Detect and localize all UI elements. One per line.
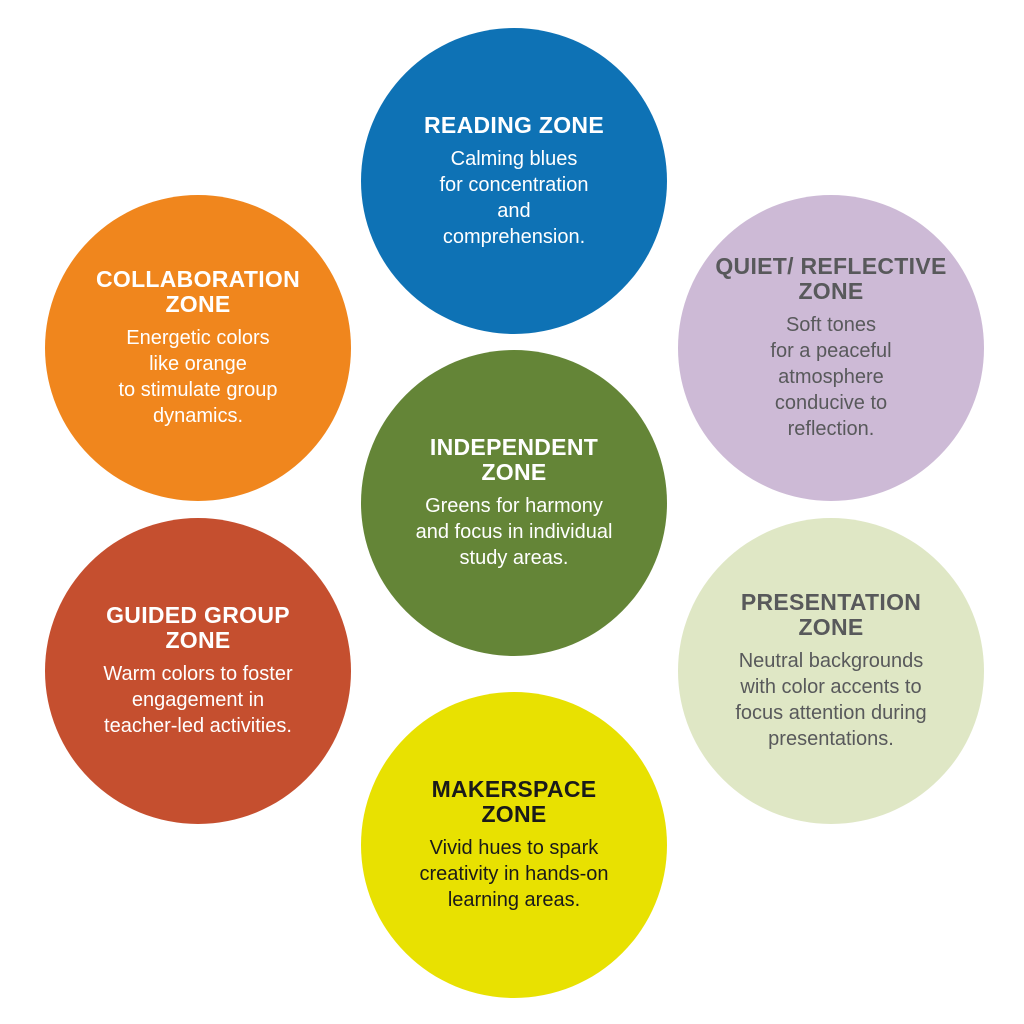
- zone-description: Warm colors to foster engagement in teac…: [103, 663, 293, 737]
- zone-title: READING ZONE: [424, 111, 604, 138]
- zone-description: Neutral backgrounds with color accents t…: [735, 650, 927, 750]
- quiet-reflective-zone-circle: QUIET/ REFLECTIVE ZONE Soft tones for a …: [678, 195, 984, 501]
- zone-description: Soft tones for a peaceful atmosphere con…: [770, 314, 892, 440]
- zone-description: Calming blues for concentration and comp…: [439, 147, 589, 248]
- zone-title: GUIDED GROUP ZONE: [106, 602, 290, 653]
- presentation-zone-circle: PRESENTATION ZONE Neutral backgrounds wi…: [678, 518, 984, 824]
- zone-title: MAKERSPACE ZONE: [431, 776, 597, 827]
- guided-group-zone-circle: GUIDED GROUP ZONE Warm colors to foster …: [45, 518, 351, 824]
- makerspace-zone-circle: MAKERSPACE ZONE Vivid hues to spark crea…: [361, 692, 667, 998]
- zone-title: QUIET/ REFLECTIVE ZONE: [715, 253, 947, 304]
- zone-title: COLLABORATION ZONE: [95, 266, 301, 317]
- zone-title: INDEPENDENT ZONE: [429, 434, 599, 485]
- zone-description: Energetic colors like orange to stimulat…: [118, 327, 278, 427]
- zone-description: Greens for harmony and focus in individu…: [415, 495, 613, 569]
- reading-zone-circle: READING ZONE Calming blues for concentra…: [361, 28, 667, 334]
- zone-title: PRESENTATION ZONE: [740, 589, 922, 640]
- collaboration-zone-circle: COLLABORATION ZONE Energetic colors like…: [45, 195, 351, 501]
- zone-description: Vivid hues to spark creativity in hands-…: [419, 837, 609, 911]
- independent-zone-circle: INDEPENDENT ZONE Greens for harmony and …: [361, 350, 667, 656]
